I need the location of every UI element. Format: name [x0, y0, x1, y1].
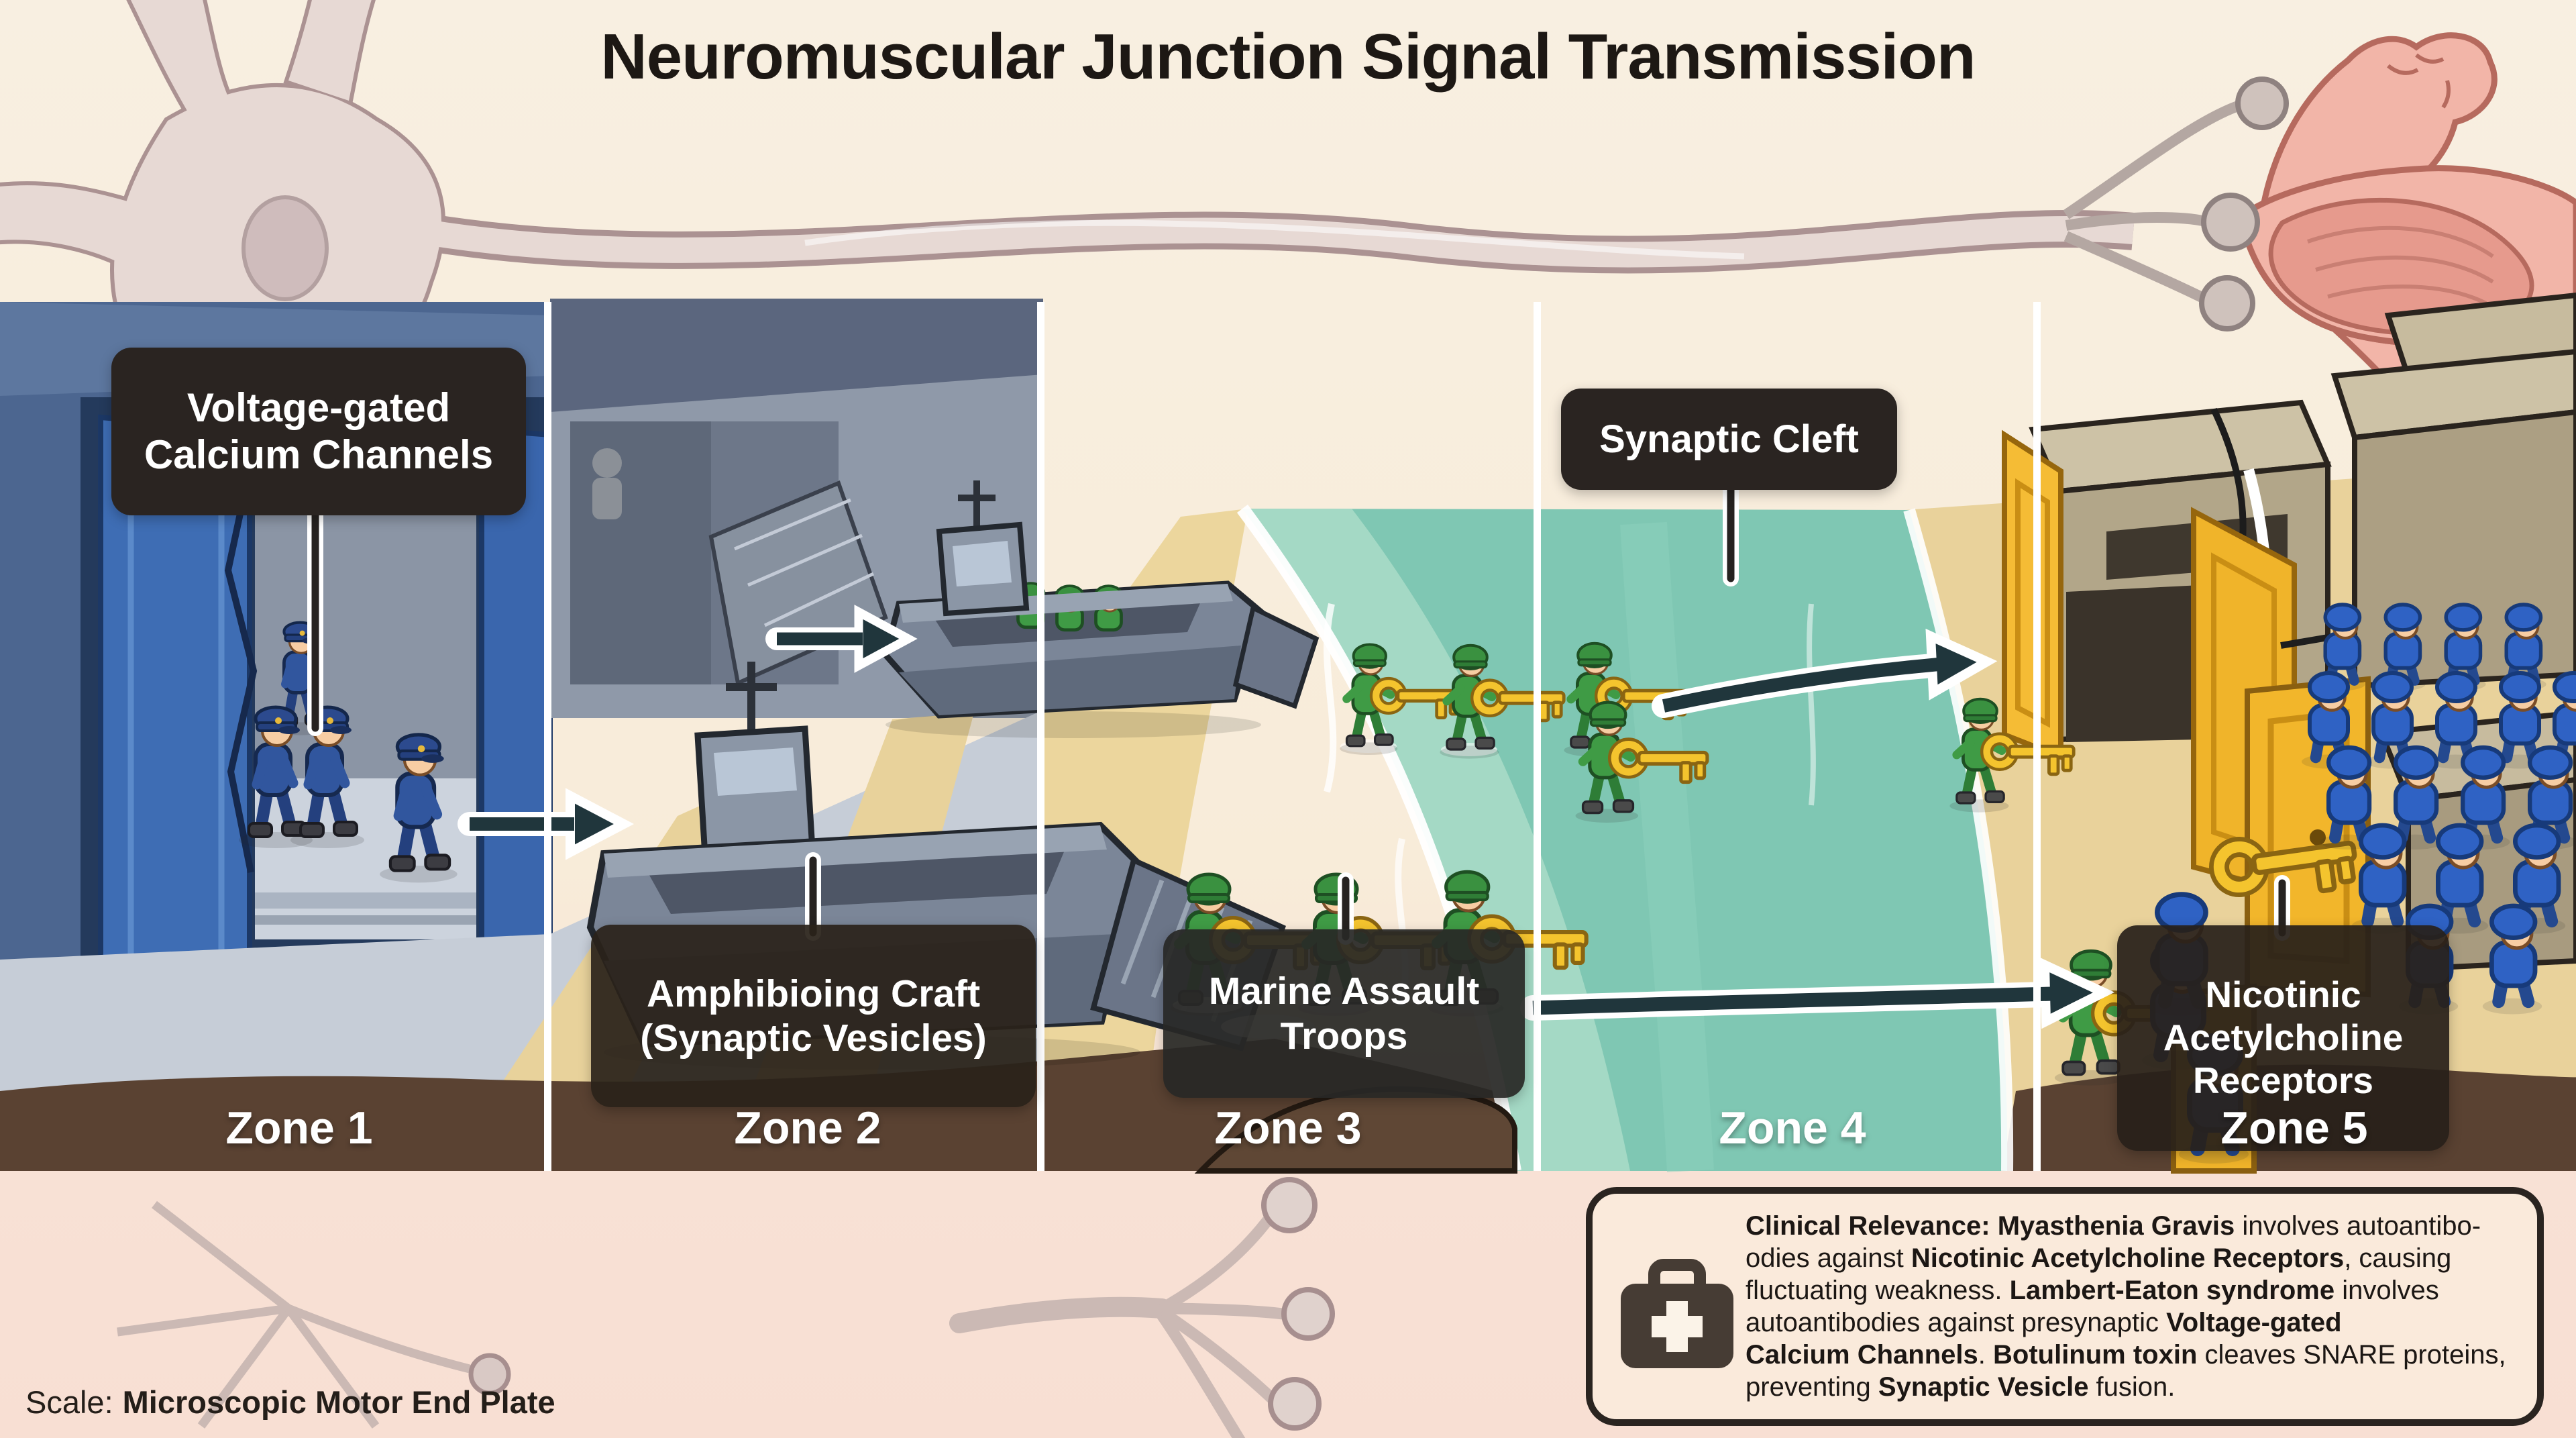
callout-line: Receptors — [2193, 1059, 2373, 1101]
callout-line: Amphibioing Craft — [646, 972, 981, 1015]
callout-line: Nicotinic — [2205, 974, 2361, 1016]
clinical-relevance-text: Clinical Relevance: Myasthenia Gravis in… — [1746, 1211, 2506, 1402]
zone-label-1: Zone 1 — [225, 1102, 373, 1153]
scale-note-prefix: Scale: — [25, 1384, 113, 1420]
callout-pointer-lines — [307, 479, 2290, 945]
golden-door-icon — [2002, 429, 2063, 761]
scale-note: Scale:Microscopic Motor End Plate — [25, 1384, 555, 1421]
callout-line: Troops — [1280, 1014, 1408, 1058]
dendrite-branches-icon — [117, 1200, 471, 1429]
callout-synaptic-vesicles: Amphibioing Craft (Synaptic Vesicles) — [591, 925, 1036, 1107]
nerve-ending-icon — [2063, 101, 2240, 303]
callout-line: Synaptic Cleft — [1599, 417, 1859, 461]
callout-line: Marine Assault — [1208, 970, 1480, 1013]
scale-note-label: Microscopic Motor End Plate — [122, 1384, 555, 1420]
callout-line: Voltage-gated — [186, 385, 451, 431]
callout-synaptic-cleft: Synaptic Cleft — [1561, 389, 1897, 490]
voltage-crack-icon — [224, 468, 258, 873]
muscle-fiber-crowd — [2280, 605, 2576, 1015]
callout-voltage-gated-calcium-channels: Voltage-gated Calcium Channels — [111, 348, 526, 515]
callout-line: (Synaptic Vesicles) — [640, 1017, 987, 1060]
first-aid-kit-icon — [1621, 1259, 1733, 1368]
zone-label-3: Zone 3 — [1214, 1102, 1362, 1153]
callout-line: Calcium Channels — [144, 432, 494, 477]
axon-terminal-icon — [949, 1177, 1335, 1438]
callout-marine-assault-troops: Marine Assault Troops — [1163, 929, 1525, 1098]
clinical-relevance-box: Clinical Relevance: Myasthenia Gravis in… — [1586, 1187, 2544, 1426]
arrow-icon — [458, 605, 2115, 1029]
page-title: Neuromuscular Junction Signal Transmissi… — [600, 21, 1976, 93]
zone-label-4: Zone 4 — [1719, 1102, 1866, 1153]
callout-nicotinic-receptors: Nicotinic Acetylcholine Receptors — [2117, 925, 2449, 1151]
zone-label-5: Zone 5 — [2220, 1102, 2368, 1153]
zone-divider-lines — [544, 302, 2041, 1171]
callout-line: Acetylcholine — [2163, 1017, 2404, 1059]
zone-label-2: Zone 2 — [734, 1102, 881, 1153]
nucleus-icon — [241, 195, 329, 301]
